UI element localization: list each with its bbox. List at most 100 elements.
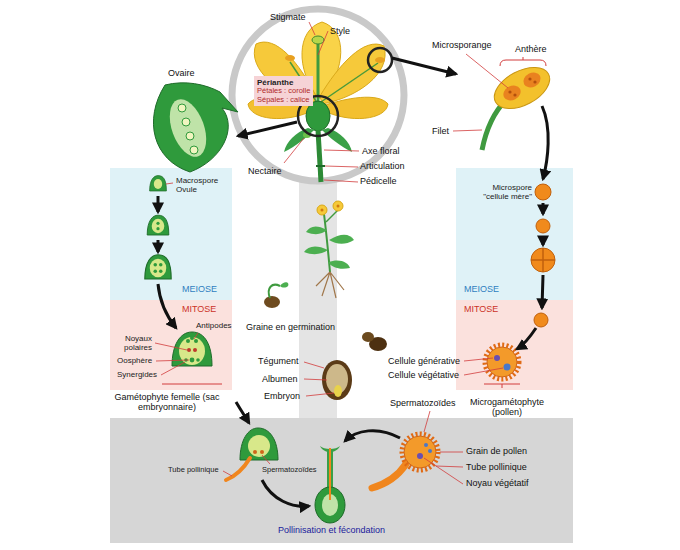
- label-slot: Tube pollinique: [168, 466, 219, 475]
- cycle-arrow: [236, 402, 249, 423]
- perianth-box: PérianthePétales : corolleSépales : cali…: [254, 76, 313, 106]
- flower: [318, 130, 321, 182]
- leader-line: [304, 379, 327, 380]
- label-slot: Filet: [432, 126, 449, 136]
- leader-line: [324, 150, 359, 151]
- flower: [254, 42, 316, 104]
- leader-line: [466, 54, 508, 88]
- stage-label: Macrospore Ovule: [176, 176, 224, 194]
- band-fill: [456, 168, 573, 300]
- plant: [316, 272, 344, 298]
- ovule-stages: [159, 263, 163, 267]
- fertilization: [372, 464, 406, 488]
- phase-band: MITOSE: [456, 300, 573, 390]
- part-label: Synergides: [117, 370, 157, 379]
- band-fill: [110, 300, 232, 390]
- fertilization: [402, 434, 438, 470]
- ovule-stages: [153, 270, 157, 274]
- ovule-stages: [150, 176, 167, 191]
- ovule-stages: [145, 255, 171, 279]
- leader-line: [424, 458, 463, 484]
- phase-label: MEIOSE: [464, 284, 499, 294]
- leader-line: [453, 130, 482, 131]
- stage-title: Pollinisation et fécondation: [278, 525, 385, 535]
- phase-band: MEIOSE: [110, 168, 232, 300]
- label-slot: Cellule végétative: [388, 370, 459, 380]
- cycle-arrow: [158, 58, 548, 506]
- flower: [285, 55, 295, 61]
- cycle-arrow: [157, 196, 160, 212]
- ovule-stages: [190, 358, 195, 363]
- leader-line: [156, 360, 189, 361]
- plant: [329, 235, 354, 244]
- part-label: Pédicelle: [360, 176, 397, 186]
- flower: [322, 128, 352, 152]
- stage-label: Graine en germination: [246, 322, 335, 332]
- fertilization: [260, 450, 264, 454]
- fertilization: [226, 458, 250, 480]
- leader-line: [262, 455, 270, 464]
- stage-label: Microspore "cellule mère": [472, 183, 532, 201]
- anther-drawing: [488, 59, 557, 117]
- leader-line: [161, 362, 185, 375]
- ovule-stages: [193, 348, 197, 352]
- cycle-arrow: [542, 236, 545, 245]
- anther-drawing: [521, 70, 543, 91]
- ovule-stages: [179, 337, 205, 365]
- ovary-drawing: [178, 104, 186, 112]
- ovule-stages: [186, 339, 190, 343]
- cycle-arrow: [542, 106, 548, 179]
- plant: [328, 260, 350, 268]
- microspore-stages: [534, 313, 548, 327]
- label-slot: Albumen: [262, 374, 298, 384]
- leader-line: [306, 393, 334, 396]
- flower: [248, 22, 392, 182]
- seed: [334, 385, 342, 397]
- phase-label: MITOSE: [464, 304, 498, 314]
- microspore-stages: [494, 355, 500, 361]
- leader-line: [223, 471, 232, 476]
- label-slot: Microspore "cellule mère": [472, 183, 532, 201]
- plant: [304, 246, 328, 254]
- ovule-stages: [187, 348, 191, 352]
- ovule-stages: [190, 336, 194, 340]
- band-fill: [110, 418, 573, 543]
- leader-line: [318, 31, 328, 55]
- leader-line: [166, 183, 173, 184]
- part-label: Cellule générative: [388, 356, 460, 366]
- label-slot: Spermatozoïdes: [262, 466, 317, 475]
- plant: [264, 296, 280, 308]
- label-slot: Noyau végétatif: [466, 478, 529, 488]
- cycle-arrow: [517, 328, 536, 349]
- label-slot: Noyaux polaires: [112, 334, 152, 352]
- cycle-arrow: [392, 58, 456, 74]
- leader-line: [309, 22, 315, 35]
- cycle-arrow: [262, 480, 309, 506]
- cycle-arrow: [345, 431, 400, 441]
- flower: [320, 44, 385, 104]
- part-label: Articulation: [360, 161, 405, 171]
- plant: [337, 205, 340, 208]
- part-label: Nectaire: [248, 166, 282, 176]
- ovule-stages: [159, 270, 163, 274]
- plant: [306, 226, 327, 234]
- ovule-stages: [147, 215, 169, 235]
- ovule-stages: [150, 176, 167, 191]
- plant: [333, 201, 343, 211]
- label-slot: Gamétophyte femelle (sac embryonnaire): [112, 392, 222, 413]
- flower: [316, 165, 325, 167]
- microspore-stages: [487, 347, 517, 377]
- ovary-drawing: [182, 118, 190, 126]
- band-fill: [110, 168, 232, 300]
- label-slot: Pédicelle: [360, 176, 397, 186]
- part-label: Albumen: [262, 374, 298, 384]
- label-slot: Nectaire: [248, 166, 282, 176]
- part-label: Oosphère: [117, 356, 152, 365]
- phase-label: MITOSE: [182, 304, 216, 314]
- ovule-stages: [196, 358, 200, 362]
- leader-line: [324, 180, 358, 182]
- leader-line: [464, 358, 493, 361]
- part-label: Tube pollinique: [466, 462, 527, 472]
